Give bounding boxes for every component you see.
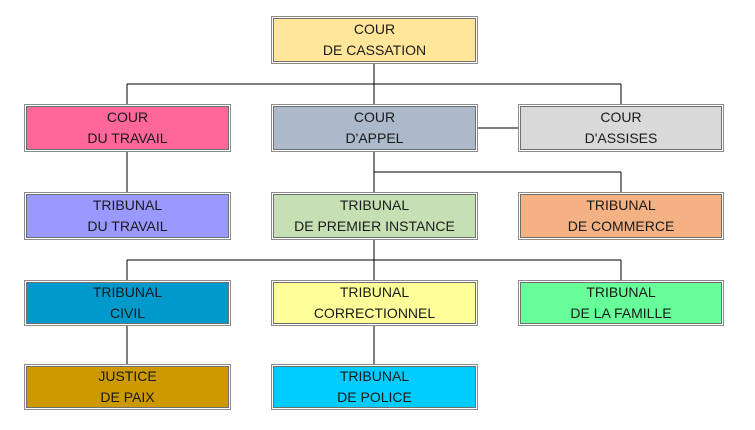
node-cour-de-cassation: COUR DE CASSATION [272,17,477,63]
node-tribunal-du-travail: TRIBUNAL DU TRAVAIL [25,193,230,239]
node-line1: COUR [106,109,149,125]
node-line1: COUR [600,109,642,125]
node-tribunal-civil: TRIBUNAL CIVIL [25,281,230,325]
node-line2: CORRECTIONNEL [313,305,436,321]
node-cour-d-assises: COUR D'ASSISES [519,105,723,151]
node-line1: TRIBUNAL [339,284,410,300]
node-line2: D'APPEL [345,130,404,146]
node-line1: TRIBUNAL [586,197,656,213]
node-line1: TRIBUNAL [339,197,410,213]
node-line2: DU TRAVAIL [87,130,168,146]
node-justice-de-paix: JUSTICE DE PAIX [25,365,230,409]
node-line2: DU TRAVAIL [87,218,168,234]
node-line1: JUSTICE [98,368,157,384]
node-line2: D'ASSISES [584,130,658,146]
node-line2: DE LA FAMILLE [570,305,672,321]
node-line2: DE POLICE [337,389,412,405]
node-line2: CIVIL [109,305,145,321]
node-line2: DE CASSATION [322,42,427,58]
node-line1: TRIBUNAL [92,197,163,213]
node-line1: TRIBUNAL [92,284,163,300]
node-tribunal-de-premier-instance: TRIBUNAL DE PREMIER INSTANCE [272,193,477,239]
node-tribunal-de-commerce: TRIBUNAL DE COMMERCE [519,193,723,239]
node-line1: TRIBUNAL [586,284,656,300]
node-line2: DE COMMERCE [567,218,675,234]
node-line2: DE PAIX [100,389,155,405]
node-cour-du-travail: COUR DU TRAVAIL [25,105,230,151]
node-line2: DE PREMIER INSTANCE [294,218,455,234]
node-line1: COUR [353,21,396,37]
node-tribunal-de-la-famille: TRIBUNAL DE LA FAMILLE [519,281,723,325]
node-tribunal-correctionnel: TRIBUNAL CORRECTIONNEL [272,281,477,325]
node-line1: COUR [353,109,396,125]
node-line1: TRIBUNAL [339,368,410,384]
node-cour-d-appel: COUR D'APPEL [272,105,477,151]
node-tribunal-de-police: TRIBUNAL DE POLICE [272,365,477,409]
